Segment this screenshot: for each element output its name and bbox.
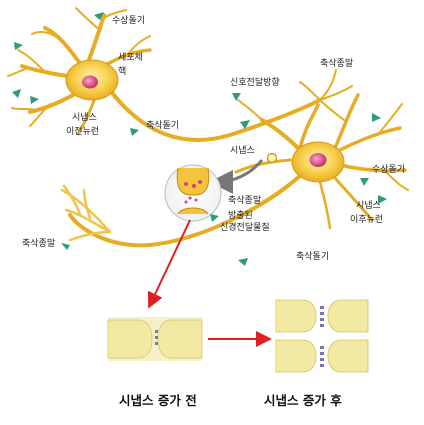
- synapse-junction-marker: [266, 152, 278, 164]
- axon-terminal-branches-left: [60, 184, 112, 242]
- label-released-1: 방출된: [228, 209, 253, 221]
- label-postsynaptic-1: 시냅스: [356, 200, 381, 211]
- presynaptic-nucleus: [82, 75, 98, 89]
- axon-terminal-branches-top: [299, 69, 353, 121]
- zoom-arrow: [209, 159, 264, 194]
- after-presynaptic-knob-top: [275, 299, 317, 333]
- label-axon-upper: 축삭돌기: [146, 120, 179, 131]
- label-released-2: 신경전달물질: [220, 221, 270, 233]
- red-arrow-down: [147, 219, 191, 309]
- panel-before: [107, 317, 203, 361]
- label-presynaptic-1: 시냅스: [72, 112, 97, 123]
- label-dendrite-right: 수상돌기: [372, 164, 405, 175]
- label-nucleus: 핵: [118, 65, 126, 77]
- label-axon-lower: 축삭돌기: [296, 251, 329, 262]
- caption-before: 시냅스 증가 전: [119, 393, 197, 408]
- after-presynaptic-knob-bottom: [275, 339, 317, 373]
- caption-after: 시냅스 증가 후: [264, 393, 342, 408]
- label-presynaptic-2: 이전뉴런: [66, 126, 99, 137]
- label-cell-body: 세포체: [118, 52, 143, 63]
- flow-arrows: [12, 12, 387, 266]
- panel-after: [275, 299, 369, 373]
- label-inset-terminal: 축삭종말: [228, 194, 261, 206]
- label-signal-direction: 신호전달방향: [230, 76, 280, 88]
- label-postsynaptic-2: 이후뉴런: [350, 214, 383, 225]
- before-presynaptic-knob: [107, 319, 153, 359]
- before-postsynaptic-knob: [157, 319, 203, 359]
- label-synapse: 시냅스: [230, 145, 255, 156]
- label-axon-terminal-left: 축삭종말: [22, 237, 55, 249]
- before-receptors: [155, 330, 158, 345]
- postsynaptic-neuron: [68, 93, 409, 248]
- label-axon-terminal-top: 축삭종말: [320, 57, 353, 69]
- postsynaptic-nucleus: [309, 153, 327, 167]
- after-postsynaptic-knob-top: [327, 299, 369, 333]
- label-dendrite-top: 수상돌기: [112, 15, 145, 26]
- after-receptors: [320, 306, 324, 367]
- after-postsynaptic-knob-bottom: [327, 339, 369, 373]
- synapse-inset: [164, 164, 222, 222]
